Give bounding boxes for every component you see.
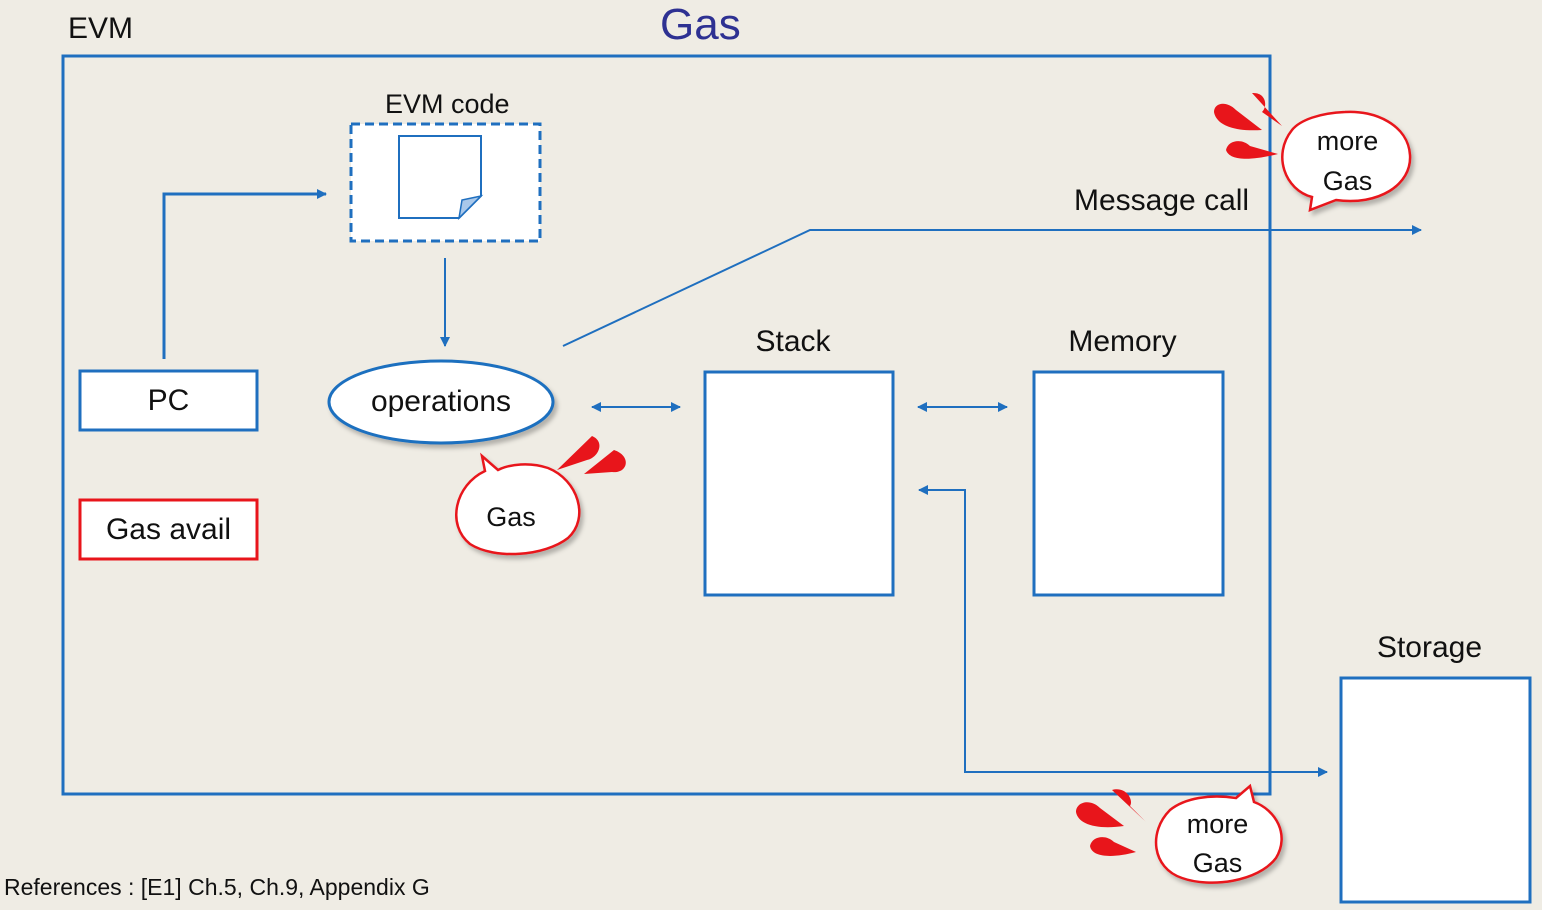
stack-box: [703, 370, 895, 597]
page-title: Gas: [660, 0, 741, 49]
more-gas-top-speech-bubble: [1281, 110, 1412, 212]
evm-label: EVM: [68, 12, 134, 45]
storage-label: Storage: [1376, 631, 1483, 664]
pc-label: PC: [147, 384, 190, 417]
evm-frame: [61, 54, 1272, 796]
gas-speech-bubble: [455, 452, 581, 556]
more-gas-top-line2: Gas: [1322, 166, 1373, 196]
more-gas-top-exclaim-marks: [1214, 92, 1282, 159]
memory-box: [1032, 370, 1225, 597]
storage-box: [1339, 676, 1532, 904]
message-call-label: Message call: [1074, 184, 1250, 217]
document-icon: [398, 135, 484, 221]
pc-to-code-arrow: [162, 189, 327, 359]
operations-ellipse: [327, 359, 555, 445]
more-gas-bottom-speech-bubble: [1154, 783, 1283, 884]
gas-bubble-text: Gas: [486, 502, 536, 532]
pc-box: [78, 369, 259, 432]
evm-code-label: EVM code: [385, 89, 510, 119]
more-gas-bottom-line2: Gas: [1192, 848, 1243, 878]
more-gas-top-line1: more: [1316, 126, 1379, 156]
more-gas-bottom-exclaim-marks: [1076, 789, 1146, 856]
references-text: References : [E1] Ch.5, Ch.9, Appendix G: [4, 874, 430, 900]
memory-label: Memory: [1068, 325, 1177, 358]
message-call-arrow: [562, 225, 1422, 347]
more-gas-bottom-line1: more: [1186, 809, 1249, 839]
gas-exclaim-marks: [557, 436, 626, 474]
stack-storage-arrow: [918, 485, 1328, 777]
stack-label: Stack: [755, 325, 831, 358]
gas-avail-box: [78, 498, 259, 561]
gas-avail-label: Gas avail: [105, 513, 232, 546]
operations-label: operations: [370, 385, 512, 418]
